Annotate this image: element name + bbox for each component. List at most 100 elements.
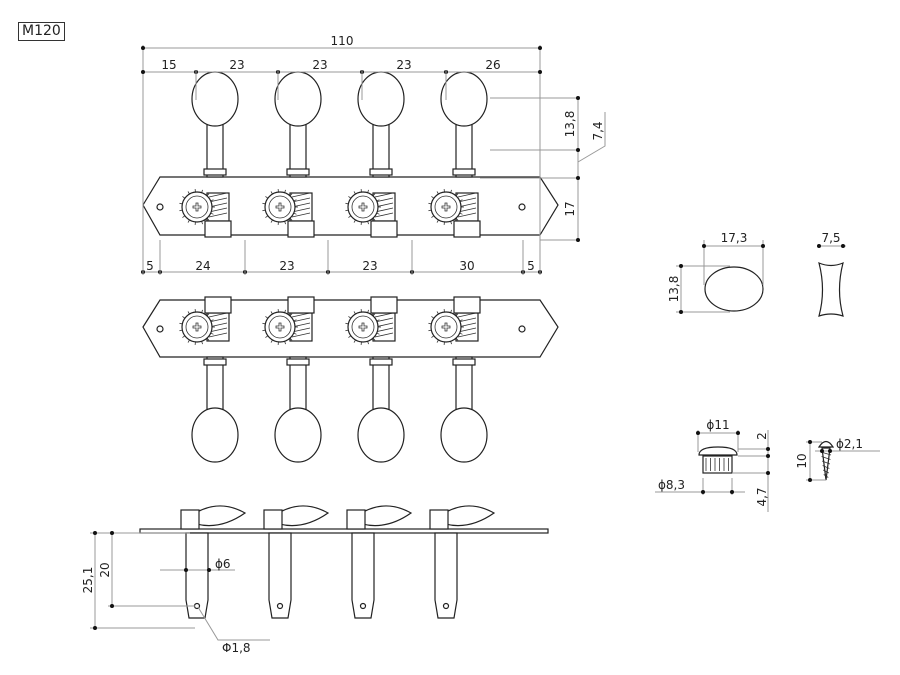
bushing-flange — [698, 446, 738, 456]
tuner — [262, 71, 322, 238]
button-front — [704, 266, 764, 312]
tuner — [428, 296, 488, 463]
worm-end — [453, 296, 481, 314]
dim-label: 15 — [161, 58, 176, 72]
side-tuner — [346, 505, 413, 619]
gear — [345, 309, 381, 345]
collar — [286, 168, 310, 176]
dim-button-thickness: 7,5 — [821, 231, 840, 245]
worm-end — [287, 296, 315, 314]
tuner — [179, 296, 239, 463]
dim-label: 5 — [527, 259, 535, 273]
dim-bushing-length: 4,7 — [755, 487, 769, 506]
dim-label: 26 — [485, 58, 500, 72]
string-post — [351, 532, 375, 619]
tuner-button — [274, 71, 322, 127]
tuner-button — [191, 71, 239, 127]
gear — [428, 309, 464, 345]
dim-label: 24 — [195, 259, 210, 273]
bushing-body — [702, 455, 733, 474]
dim-label: 5 — [146, 259, 154, 273]
gear — [428, 189, 464, 225]
dim-hole-diameter: Φ1,8 — [222, 641, 251, 655]
worm-end — [370, 296, 398, 314]
tuner-button — [191, 407, 239, 463]
tuner-button — [274, 407, 322, 463]
screw-head — [817, 440, 835, 448]
dim-label: 23 — [396, 58, 411, 72]
side-button — [349, 505, 413, 527]
worm-end — [370, 220, 398, 238]
dim-screw-length: 10 — [795, 453, 809, 468]
dim-bushing-flange: 2 — [755, 432, 769, 440]
dim-button-width: 17,3 — [721, 231, 748, 245]
tuner-button — [440, 71, 488, 127]
collar — [286, 358, 310, 366]
top-dimensions: 110 15 23 23 23 26 5 24 23 23 30 5 13,8 … — [141, 34, 606, 275]
side-button — [183, 505, 247, 527]
side-button — [432, 505, 496, 527]
gear — [179, 189, 215, 225]
side-tuner — [263, 505, 330, 619]
string-post — [268, 532, 292, 619]
side-button — [266, 505, 330, 527]
dim-bushing-inner: ϕ8,3 — [658, 478, 685, 492]
collar — [203, 358, 227, 366]
gear — [179, 309, 215, 345]
side-gear — [263, 509, 283, 530]
gear — [345, 189, 381, 225]
dim-bushing-outer: ϕ11 — [706, 418, 729, 432]
string-hole — [276, 602, 284, 610]
model-label: M120 — [18, 22, 65, 41]
tuner — [345, 296, 405, 463]
screw-shank — [821, 447, 831, 481]
worm-end — [204, 220, 232, 238]
dim-label: 23 — [229, 58, 244, 72]
string-post — [434, 532, 458, 619]
dim-label: 23 — [279, 259, 294, 273]
side-gear — [346, 509, 366, 530]
dim-screw-diameter: ϕ2,1 — [836, 437, 863, 451]
tuner — [345, 71, 405, 238]
worm-end — [204, 296, 232, 314]
collar — [369, 168, 393, 176]
tuner-button — [357, 71, 405, 127]
tuner-button — [357, 407, 405, 463]
collar — [452, 168, 476, 176]
worm-end — [453, 220, 481, 238]
collar — [452, 358, 476, 366]
dim-post-length: 20 — [98, 562, 112, 577]
dim-tick — [141, 46, 145, 50]
string-hole — [359, 602, 367, 610]
tuner — [179, 71, 239, 238]
side-tuner — [429, 505, 496, 619]
dim-label: 30 — [459, 259, 474, 273]
screw-hole — [518, 203, 526, 211]
side-gear — [180, 509, 200, 530]
dim-shaft-offset: 7,4 — [591, 121, 605, 140]
screw-detail: ϕ2,1 10 — [795, 437, 880, 482]
dim-overall: 110 — [331, 34, 354, 48]
dim-label: 23 — [312, 58, 327, 72]
string-hole — [442, 602, 450, 610]
gear — [262, 189, 298, 225]
button-detail: 17,3 13,8 7,5 — [667, 231, 846, 317]
dim-tick — [141, 70, 145, 74]
collar — [369, 358, 393, 366]
dim-tick — [538, 46, 542, 50]
side-gear — [429, 509, 449, 530]
side-tuner — [180, 505, 247, 619]
worm-end — [287, 220, 315, 238]
top-view — [142, 71, 559, 238]
button-side — [818, 261, 844, 317]
dim-post-diameter: ϕ6 — [215, 557, 231, 571]
mirrored-view — [142, 296, 559, 463]
gear — [262, 309, 298, 345]
dim-plate-height: 17 — [563, 201, 577, 216]
tuner — [428, 71, 488, 238]
side-view: 25,1 20 ϕ6 Φ1,8 — [81, 505, 549, 655]
dim-button-height-detail: 13,8 — [667, 276, 681, 303]
dim-label: 23 — [362, 259, 377, 273]
bushing-detail: ϕ11 ϕ8,3 2 4,7 — [655, 418, 770, 512]
